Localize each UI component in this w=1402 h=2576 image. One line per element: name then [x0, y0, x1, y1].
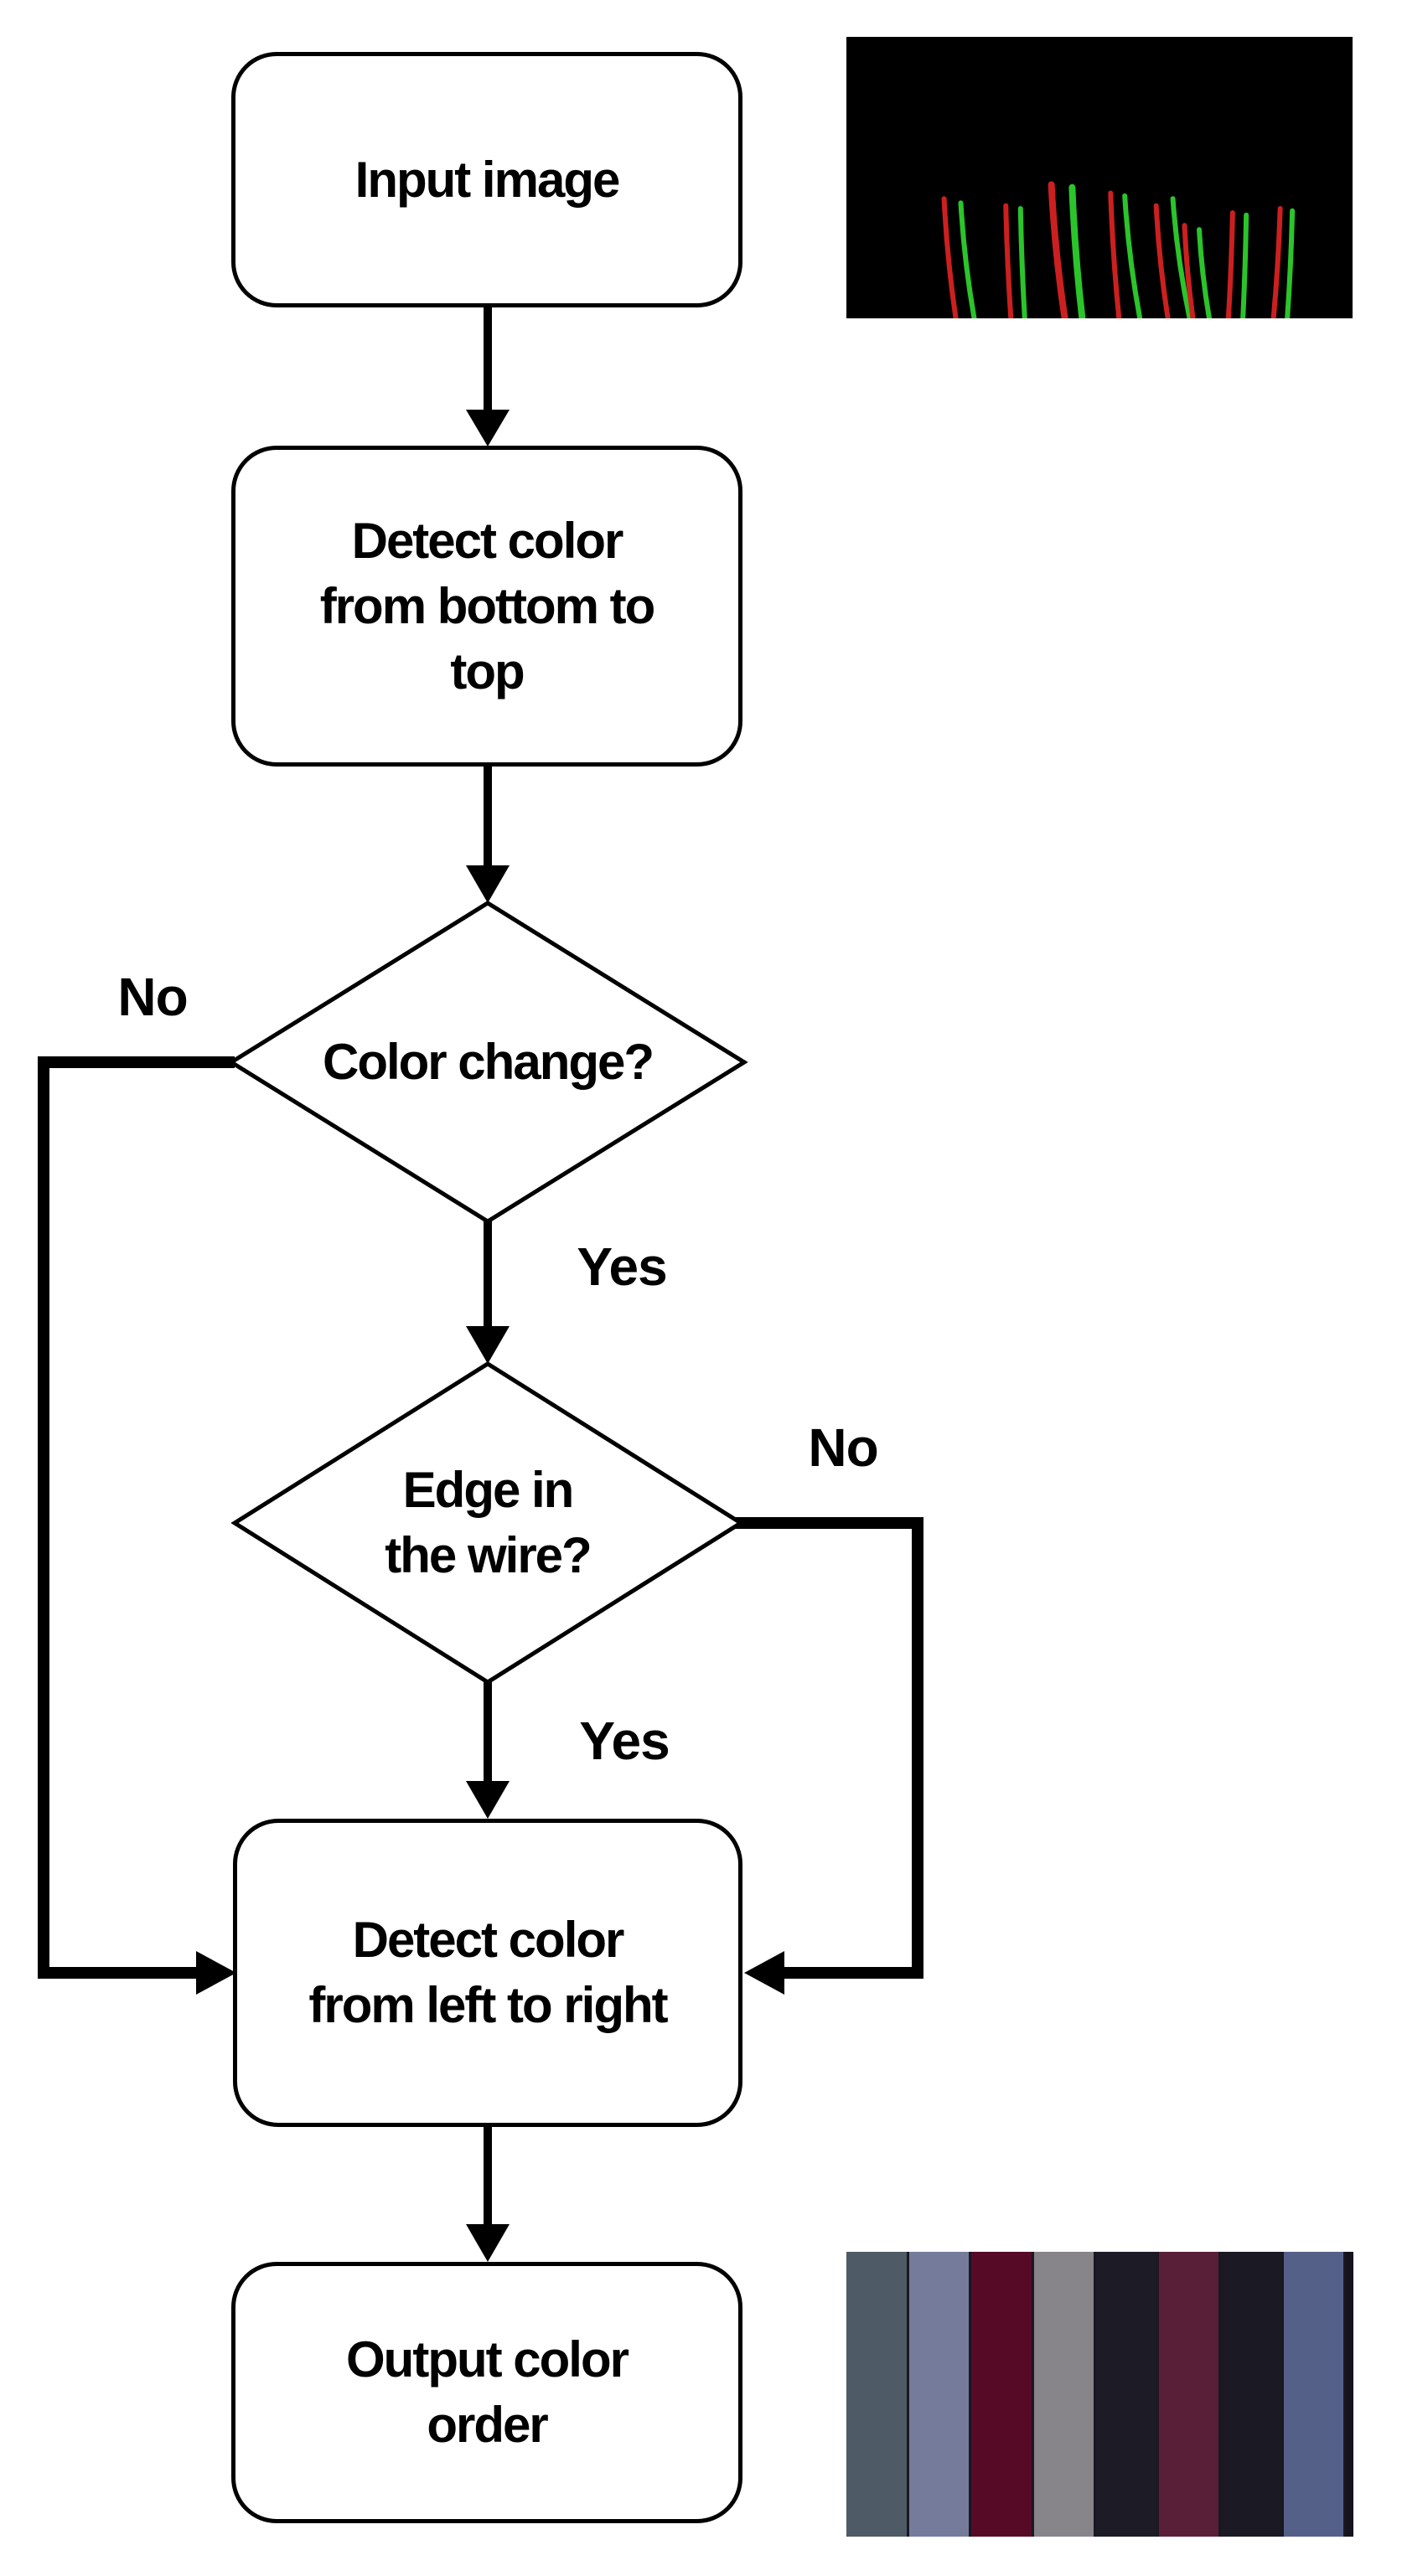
node-detect-left-to-right-line2: from left to right [308, 1977, 668, 2033]
label-color-change-yes: Yes [577, 1236, 667, 1297]
color-swatch-edge-sliver [1346, 2252, 1353, 2537]
red-wire [1048, 181, 1068, 318]
red-wire [1270, 205, 1283, 318]
diamond-edge-in-wire-line1: Edge in [402, 1462, 575, 1518]
green-wire [1240, 212, 1249, 318]
label-color-change-no: No [117, 967, 188, 1027]
edge-color-change-no-path [38, 1056, 236, 1995]
node-output-color-order-line1: Output color [346, 2331, 629, 2388]
color-swatch [1033, 2252, 1094, 2537]
red-wire [1225, 210, 1235, 318]
color-swatch [1158, 2252, 1218, 2537]
node-detect-bottom-to-top-line3: top [450, 643, 525, 699]
color-swatch [1221, 2252, 1281, 2537]
output-color-preview [846, 2252, 1353, 2537]
node-input-image-label: Input image [354, 151, 621, 208]
diamond-color-change [227, 901, 748, 1224]
red-wire [1003, 203, 1014, 318]
green-wire [1122, 193, 1143, 318]
node-detect-left-to-right-line1: Detect color [352, 1912, 625, 1968]
diamond-edge-in-wire-label: Edge in the wire? [385, 1458, 592, 1588]
node-output-color-order: Output color order [231, 2262, 742, 2523]
node-detect-bottom-to-top-line2: from bottom to [319, 577, 656, 634]
diamond-edge-in-wire-line2: the wire? [385, 1527, 592, 1583]
edge-wire-no-path [734, 1517, 923, 1995]
label-edge-wire-yes: Yes [579, 1711, 670, 1771]
green-wire [1170, 196, 1192, 318]
green-wire [1285, 208, 1296, 318]
arrow-color-change-yes [466, 1219, 510, 1364]
green-wire [1068, 183, 1086, 318]
label-edge-wire-no: No [808, 1417, 878, 1478]
green-wire [1196, 227, 1212, 318]
arrow-input-to-detect-bottom-top [466, 307, 510, 447]
diamond-edge-in-wire [230, 1361, 745, 1685]
node-output-color-order-line2: order [427, 2397, 548, 2453]
green-wire [1017, 205, 1027, 318]
color-swatch [1283, 2252, 1343, 2537]
arrow-edge-wire-yes [466, 1680, 510, 1819]
arrow-detect-to-output [466, 2127, 510, 2262]
red-wire [941, 196, 959, 318]
red-wire [1108, 190, 1122, 318]
color-swatch [971, 2252, 1032, 2537]
diamond-color-change-label: Color change? [322, 1034, 654, 1090]
node-input-image: Input image [231, 52, 742, 307]
green-wire [958, 200, 977, 318]
node-detect-left-to-right: Detect color from left to right [233, 1819, 742, 2127]
red-wire [1153, 203, 1171, 318]
node-detect-bottom-to-top: Detect color from bottom to top [231, 446, 742, 767]
arrow-detect-to-color-change [466, 767, 510, 903]
color-swatch [1096, 2252, 1156, 2537]
color-swatch [908, 2252, 969, 2537]
input-preview-wires [941, 181, 1296, 318]
node-detect-bottom-to-top-line1: Detect color [351, 512, 624, 569]
red-wire [1182, 223, 1196, 318]
input-image-preview [846, 37, 1353, 318]
color-swatch [846, 2252, 907, 2537]
